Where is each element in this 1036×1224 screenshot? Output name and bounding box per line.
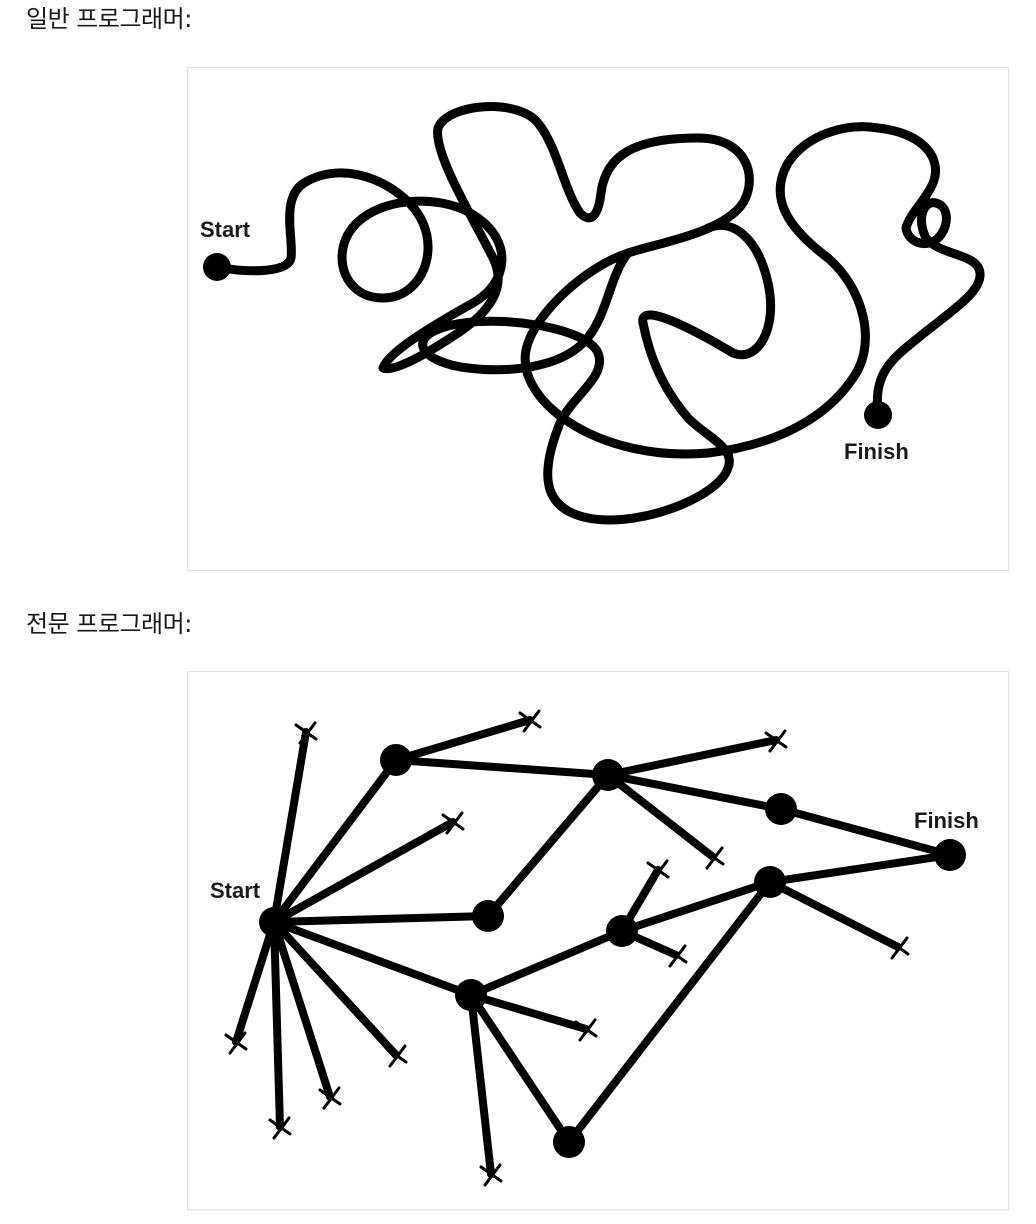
path-edge	[270, 918, 284, 1131]
dead-end-marker	[268, 1116, 292, 1140]
finish-point	[864, 401, 892, 429]
section-heading-expert-programmer: 전문 프로그래머:	[26, 610, 192, 638]
dead-end-marker	[574, 1018, 598, 1042]
dead-end-marker	[701, 846, 725, 870]
dead-end-marker	[479, 1163, 503, 1187]
dead-end-marker	[764, 729, 788, 753]
path-edge	[270, 918, 400, 1059]
path-edge	[392, 756, 612, 779]
tangled-path-loop	[418, 221, 776, 525]
path-edge	[604, 771, 785, 813]
tangled-path-diagram: Start Finish	[200, 102, 985, 525]
start-point	[203, 253, 231, 281]
tangled-path-figure: Start Finish	[187, 67, 1009, 571]
dead-end-markers	[224, 709, 910, 1187]
section-heading-general-programmer: 일반 프로그래머:	[26, 5, 192, 33]
path-node	[455, 979, 487, 1011]
finish-label: Finish	[844, 439, 909, 464]
dead-end-marker	[384, 1044, 408, 1068]
path-edge	[270, 918, 475, 999]
path-edge	[270, 912, 492, 926]
path-edge	[484, 771, 612, 920]
tangled-path-line	[212, 102, 985, 459]
start-point	[259, 907, 289, 937]
path-edge	[766, 878, 902, 951]
path-edge	[392, 716, 534, 764]
path-edge	[565, 878, 774, 1146]
path-node	[606, 915, 638, 947]
start-label: Start	[210, 878, 261, 903]
dead-end-marker	[664, 944, 688, 968]
path-edge	[467, 991, 590, 1033]
start-label: Start	[200, 217, 251, 242]
finish-point	[934, 839, 966, 871]
path-edge	[467, 927, 626, 999]
path-edge	[270, 918, 334, 1101]
path-node	[765, 793, 797, 825]
path-edge	[604, 736, 780, 779]
path-node	[472, 900, 504, 932]
dead-end-marker	[224, 1031, 248, 1055]
path-edge	[777, 805, 954, 859]
path-node	[380, 744, 412, 776]
branching-path-figure: Start Finish	[187, 671, 1009, 1210]
dead-end-marker	[518, 709, 542, 733]
path-edge	[270, 728, 310, 926]
dead-end-marker	[441, 811, 465, 835]
finish-label: Finish	[914, 808, 979, 833]
path-edge	[467, 991, 573, 1146]
path-node	[592, 759, 624, 791]
path-nodes	[259, 744, 966, 1158]
path-edge	[270, 756, 400, 926]
dead-end-marker	[318, 1086, 342, 1110]
path-edge	[618, 878, 774, 935]
path-edge	[270, 818, 457, 926]
dead-end-marker	[294, 721, 318, 745]
path-edge	[604, 771, 717, 861]
dead-end-marker	[646, 859, 670, 883]
path-edge	[467, 991, 495, 1178]
path-edge	[232, 918, 278, 1046]
path-edges	[232, 716, 954, 1178]
branching-path-diagram: Start Finish	[210, 709, 979, 1187]
path-node	[553, 1126, 585, 1158]
path-node	[754, 866, 786, 898]
path-edge	[766, 851, 954, 886]
dead-end-marker	[886, 936, 910, 960]
